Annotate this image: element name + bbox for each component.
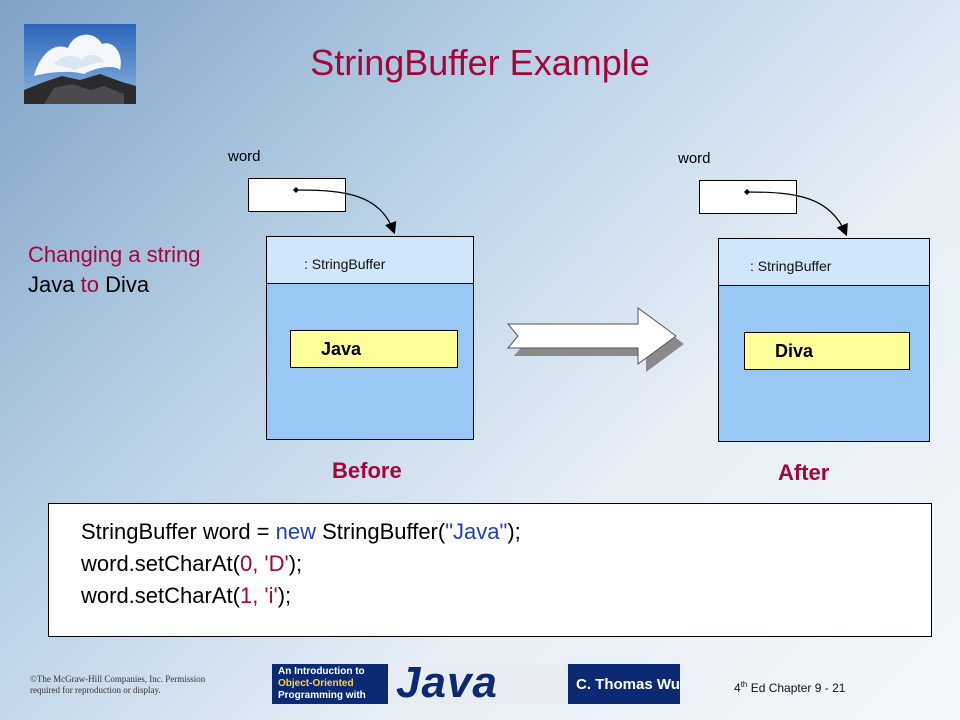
banner-line-2: Object-Oriented [278,678,354,689]
chapter-suffix: Ed Chapter 9 - 21 [747,681,846,695]
code-line-1: StringBuffer word = new StringBuffer("Ja… [81,516,931,548]
after-caption: After [778,460,830,485]
description: Changing a string Java to Diva [28,240,200,300]
after-value-box: Diva [744,332,910,370]
after-pointer [744,189,848,237]
code-token: ); [288,551,303,576]
code-line-2: word.setCharAt(0, 'D'); [81,548,931,580]
code-token: word.setCharAt( [81,551,240,576]
after-object-label: : StringBuffer [750,258,832,274]
wave-splash-icon [24,24,136,104]
after-object-header [719,239,929,286]
code-args: 1, 'i' [239,583,278,608]
slide-title: StringBuffer Example [310,42,650,83]
after-var-label: word [678,150,711,167]
book-banner: An Introduction to Object-Oriented Progr… [272,664,680,704]
banner-subtitle: An Introduction to Object-Oriented Progr… [278,666,386,702]
description-from: Java [28,272,75,297]
before-var-box [248,178,346,212]
description-target: Diva [105,272,150,297]
code-string: "Java" [445,519,508,544]
banner-java-panel [388,664,568,704]
banner-line-1: An Introduction to [278,666,365,677]
banner-java-text: Java [396,664,498,704]
before-var-label: word [228,148,261,165]
code-args: 0, 'D' [239,551,289,576]
description-line1: Changing a string [28,242,201,267]
right-arrow-icon [506,307,684,372]
description-line2: Java to Diva [28,270,200,300]
code-token: word.setCharAt( [81,583,240,608]
after-var-box [699,180,797,214]
copyright-notice: ©The McGraw-Hill Companies, Inc. Permiss… [30,674,205,696]
copyright-line-1: ©The McGraw-Hill Companies, Inc. Permiss… [30,674,206,684]
banner-author: C. Thomas Wu [576,676,680,693]
code-token: StringBuffer word = [81,519,276,544]
before-value-box: Java [290,330,458,368]
code-token: ); [277,583,292,608]
code-token: StringBuffer( [316,519,446,544]
description-to: to [80,272,99,297]
chapter-prefix: 4 [734,681,741,695]
code-token: ); [507,519,521,544]
code-line-3: word.setCharAt(1, 'i'); [81,580,931,612]
before-object-label: : StringBuffer [304,256,386,272]
banner-line-3: Programming with [278,690,366,701]
code-keyword: new [275,519,316,544]
chapter-number: 4th Ed Chapter 9 - 21 [734,680,845,695]
code-block: StringBuffer word = new StringBuffer("Ja… [48,503,932,637]
before-object-header [267,237,473,284]
before-pointer [293,187,397,235]
logo-image [24,24,136,104]
before-caption: Before [332,458,402,483]
copyright-line-2: required for reproduction or display. [30,685,161,695]
chapter-sup: th [740,680,748,689]
